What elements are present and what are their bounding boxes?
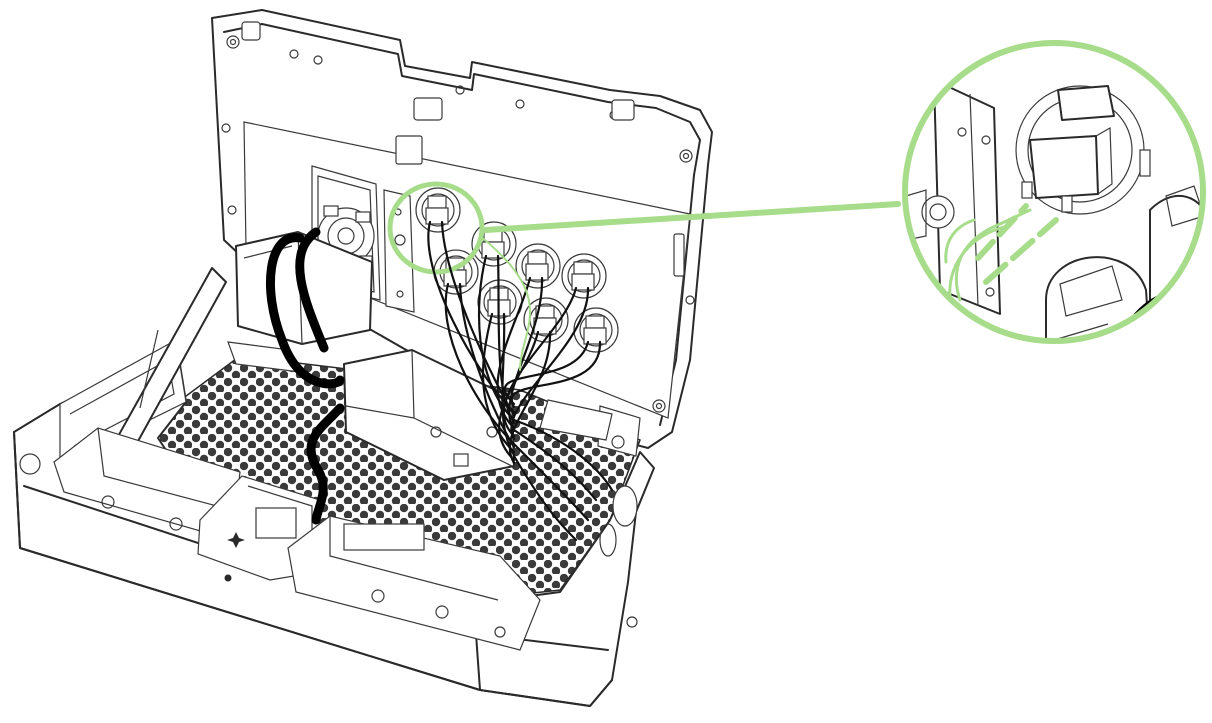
button-wire <box>496 254 516 425</box>
button-wire <box>481 312 516 454</box>
button-wire <box>512 454 578 542</box>
button-wire <box>508 330 552 465</box>
arcade-button <box>561 253 607 299</box>
arcade-button <box>573 307 619 353</box>
button-wire <box>498 330 540 462</box>
arcade-button <box>523 297 569 343</box>
button-wire <box>512 442 590 522</box>
arcade-button <box>415 187 461 233</box>
arcade-button <box>515 243 561 289</box>
lid-highlight-circle <box>387 181 485 275</box>
button-wire <box>512 428 598 502</box>
thick-harness <box>265 227 345 525</box>
case-base <box>13 267 655 707</box>
arcade-button <box>477 279 523 325</box>
button-wires <box>427 220 614 542</box>
button-wire <box>510 340 602 409</box>
callout-circle <box>902 40 1206 344</box>
button-array <box>415 187 619 353</box>
button-wire <box>502 286 578 438</box>
razer-logo-icon <box>227 532 245 548</box>
button-wire <box>503 340 590 406</box>
button-wire <box>501 312 516 457</box>
button-wire <box>512 418 614 492</box>
